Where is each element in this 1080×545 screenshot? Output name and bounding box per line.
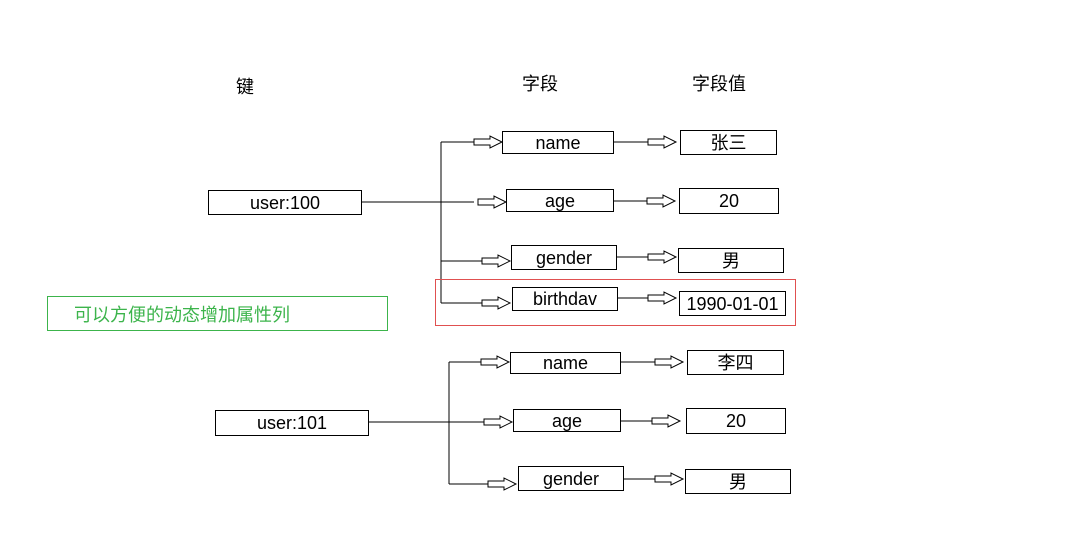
field-box-birthday: birthdav [512, 287, 618, 311]
header-key: 键 [236, 77, 254, 97]
arrow-icon [647, 250, 678, 264]
value-box-birthday: 1990-01-01 [679, 291, 786, 316]
field-box-name: name [502, 131, 614, 154]
arrow-icon [483, 415, 514, 429]
arrow-icon [480, 355, 511, 369]
arrow-icon [477, 195, 508, 209]
highlight-new-field [435, 279, 796, 326]
value-box-gender: 男 [685, 469, 791, 494]
header-value: 字段值 [692, 74, 746, 94]
field-box-name: name [510, 352, 621, 374]
arrow-icon [646, 194, 677, 208]
arrow-icon [651, 414, 682, 428]
key-box-user-101: user:101 [215, 410, 369, 436]
arrow-icon [654, 472, 685, 486]
value-box-gender: 男 [678, 248, 784, 273]
value-box-name: 李四 [687, 350, 784, 375]
field-box-gender: gender [518, 466, 624, 491]
arrow-icon [654, 355, 685, 369]
field-box-age: age [506, 189, 614, 212]
note-dynamic-fields: 可以方便的动态增加属性列 [47, 296, 388, 331]
field-box-age: age [513, 409, 621, 432]
key-box-user-100: user:100 [208, 190, 362, 215]
arrow-icon [487, 477, 518, 491]
arrow-icon [481, 254, 512, 268]
arrow-icon [473, 135, 504, 149]
value-box-name: 张三 [680, 130, 777, 155]
arrow-icon [647, 135, 678, 149]
value-box-age: 20 [679, 188, 779, 214]
field-box-gender: gender [511, 245, 617, 270]
arrow-icon [481, 296, 512, 310]
header-field: 字段 [522, 74, 558, 94]
arrow-icon [647, 291, 678, 305]
value-box-age: 20 [686, 408, 786, 434]
